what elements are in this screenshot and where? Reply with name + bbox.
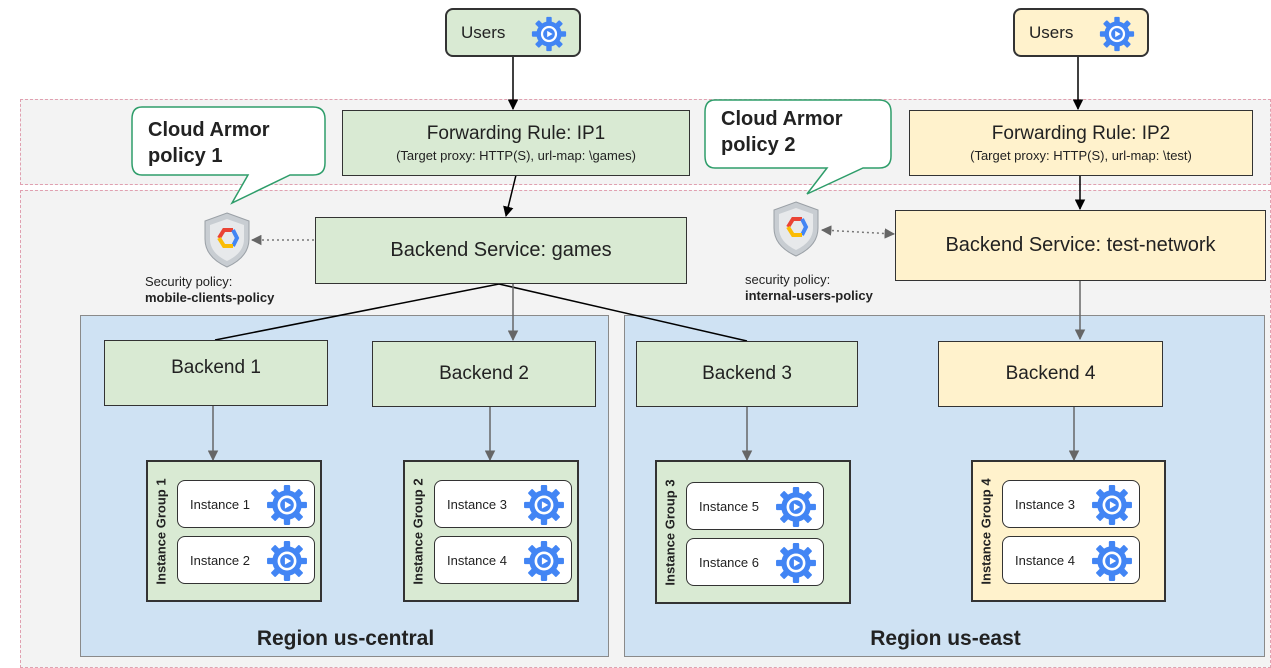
users-node-left: Users [445,8,581,57]
security-policy-label-right: security policy: internal-users-policy [745,272,925,304]
link-backend-service-to-backend-1 [214,283,500,341]
backend-label: Backend 1 [171,357,261,378]
instance-card: Instance 4 [1002,536,1140,584]
forwarding-rule-ip2: Forwarding Rule: IP2 (Target proxy: HTTP… [909,110,1253,176]
compute-engine-gear-icon [267,541,307,581]
compute-engine-gear-icon [1092,485,1132,525]
compute-engine-gear-icon [524,541,564,581]
security-policy-name: mobile-clients-policy [145,290,275,305]
callout-bubble-right [704,99,892,195]
arrow-forwarding-to-backend-service-left [503,174,517,218]
users-label: Users [461,22,506,42]
backend-label: Backend 2 [439,363,529,384]
compute-engine-gear-icon [531,16,567,52]
cloud-armor-shield-icon [204,212,250,268]
backend-4: Backend 4 [938,341,1163,407]
users-label: Users [1029,22,1074,42]
compute-engine-gear-icon [267,485,307,525]
dotted-policy-link-right [820,225,896,239]
security-policy-name: internal-users-policy [745,288,873,303]
security-policy-caption: Security policy: [145,274,233,289]
forwarding-rule-ip1: Forwarding Rule: IP1 (Target proxy: HTTP… [342,110,690,176]
instance-card: Instance 2 [177,536,315,584]
instance-label: Instance 5 [699,498,759,514]
backend-1: Backend 1 [104,340,328,406]
instance-group-4: Instance Group 4 Instance 3 Instance 4 [971,460,1166,602]
instance-group-label: Instance Group 2 [410,477,426,585]
instance-card: Instance 3 [434,480,572,528]
instance-group-label: Instance Group 4 [978,477,994,585]
instance-group-label: Instance Group 1 [153,477,169,585]
instance-label: Instance 6 [699,554,759,570]
cloud-armor-policy-1-title: Cloud Armor policy 1 [148,119,270,167]
region-label: Region us-east [870,627,1021,650]
region-label: Region us-central [256,627,435,650]
users-node-right: Users [1013,8,1149,57]
compute-engine-gear-icon [1092,541,1132,581]
backend-service-test-network: Backend Service: test-network [895,210,1266,281]
backend-label: Backend 4 [1005,363,1096,384]
instance-group-3: Instance Group 3 Instance 5 Instance 6 [655,460,851,604]
forwarding-rule-title: Forwarding Rule: IP1 [426,123,606,144]
cloud-armor-policy-2-title: Cloud Armor policy 2 [721,108,843,156]
instance-label: Instance 4 [1015,552,1075,568]
instance-group-label: Instance Group 3 [662,478,678,586]
backend-3: Backend 3 [636,341,858,407]
cloud-armor-shield-icon [773,201,819,257]
instance-label: Instance 4 [447,552,507,568]
instance-card: Instance 3 [1002,480,1140,528]
instance-label: Instance 3 [447,496,507,512]
link-backend-service-to-backend-3 [498,283,748,342]
compute-engine-gear-icon [776,487,816,527]
instance-label: Instance 2 [190,552,250,568]
instance-label: Instance 1 [190,496,250,512]
compute-engine-gear-icon [524,485,564,525]
compute-engine-gear-icon [1099,16,1135,52]
instance-group-1: Instance Group 1 Instance 1 Instance 2 [146,460,322,602]
instance-card: Instance 5 [686,482,824,530]
instance-label: Instance 3 [1015,496,1075,512]
backend-service-label: Backend Service: games [390,239,612,261]
backend-service-label: Backend Service: test-network [945,234,1216,256]
instance-card: Instance 6 [686,538,824,586]
callout-bubble-left [131,106,326,205]
instance-card: Instance 4 [434,536,572,584]
backend-service-games: Backend Service: games [315,217,687,284]
backend-2: Backend 2 [372,341,596,407]
instance-card: Instance 1 [177,480,315,528]
instance-group-2: Instance Group 2 Instance 3 Instance 4 [403,460,579,602]
forwarding-rule-detail: (Target proxy: HTTP(S), url-map: \games) [396,148,636,163]
forwarding-rule-detail: (Target proxy: HTTP(S), url-map: \test) [970,148,1192,163]
backend-label: Backend 3 [702,363,792,384]
compute-engine-gear-icon [776,543,816,583]
forwarding-rule-title: Forwarding Rule: IP2 [991,123,1171,144]
security-policy-caption: security policy: [745,272,831,287]
security-policy-label-left: Security policy: mobile-clients-policy [145,274,325,306]
